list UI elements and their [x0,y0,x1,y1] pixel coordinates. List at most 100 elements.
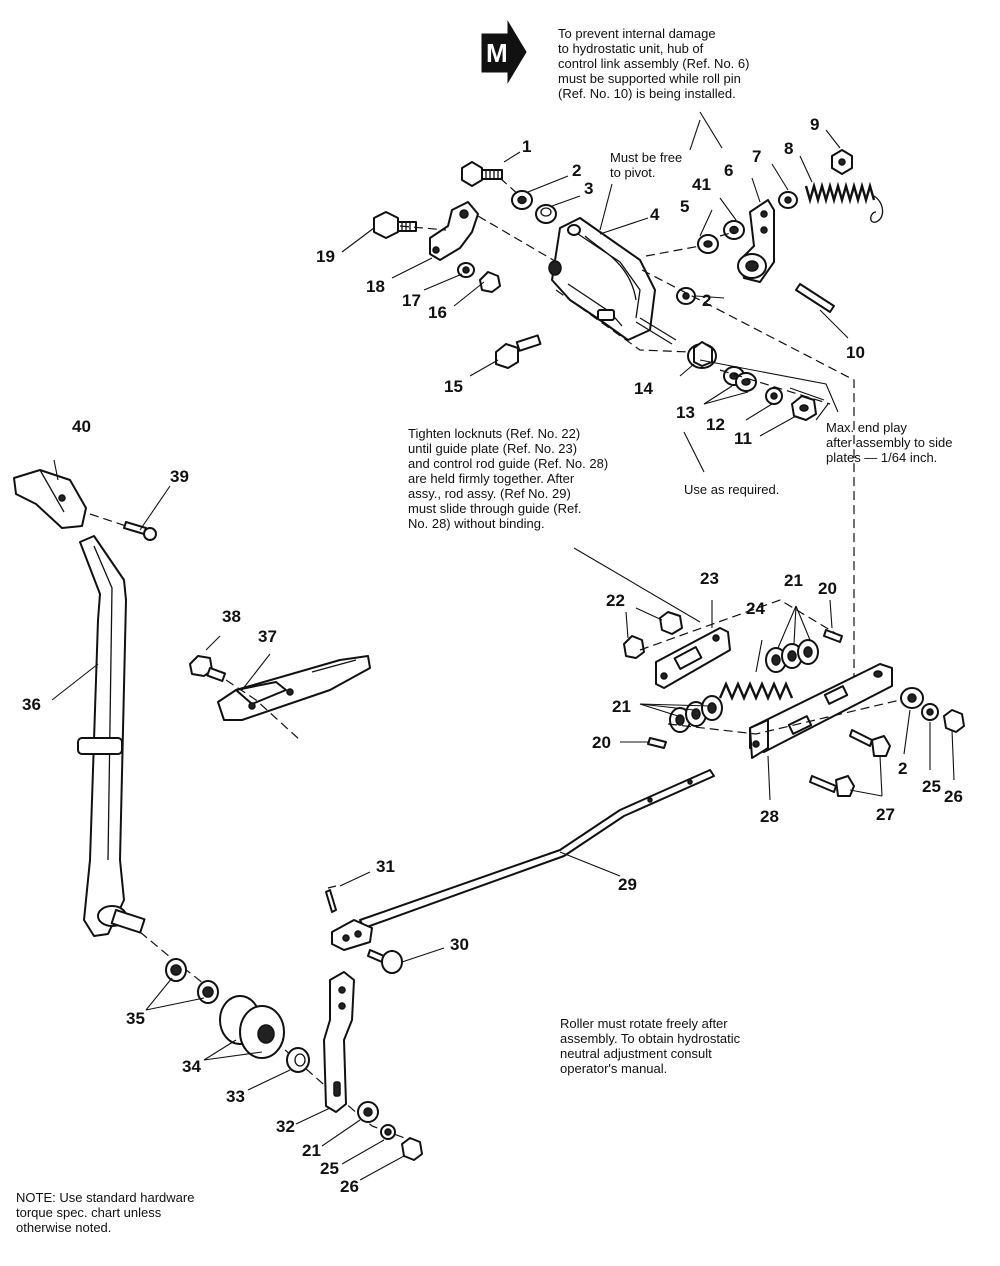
callout-17: 17 [402,291,421,310]
nuts-22 [623,611,683,659]
leader-lines [51,111,955,1181]
control-bracket-4 [548,217,677,345]
flange-nut-14 [687,341,717,369]
spacer-3 [535,204,557,224]
callout-9: 9 [810,115,819,134]
callout-21-top: 21 [784,571,803,590]
bolts-27 [809,729,891,797]
note-hub-support: To prevent internal damage to hydrostati… [558,26,750,101]
flange-bushings-35 [165,958,219,1004]
washers-21-left [669,695,723,733]
spring-24 [718,680,794,702]
callout-22: 22 [606,591,625,610]
nut-26-right [943,709,965,733]
callout-32: 32 [276,1117,295,1136]
washer-2-lower-right [900,687,924,709]
callout-25-low: 25 [320,1159,339,1178]
washers-13 [723,366,757,392]
callout-34: 34 [182,1057,201,1076]
cotter-pin-31 [325,885,337,913]
note-use-as-required: Use as required. [684,482,780,497]
screw-39 [123,521,157,541]
callout-3: 3 [584,179,593,198]
callout-41: 41 [692,175,711,194]
callout-4: 4 [650,205,660,224]
washer-41 [723,220,745,240]
bracket-37 [217,655,371,721]
roll-pin-10 [795,283,835,313]
callout-2-lower: 2 [898,759,907,778]
note-roller: Roller must rotate freely after assembly… [560,1016,741,1076]
spacer-33 [286,1047,310,1073]
lever-36 [77,535,146,937]
callout-2: 2 [572,161,581,180]
callout-36: 36 [22,695,41,714]
callout-20-mid: 20 [592,733,611,752]
washer-25-lower [380,1124,396,1140]
callout-13: 13 [676,403,695,422]
callout-39: 39 [170,467,189,486]
note-torque: NOTE: Use standard hardware torque spec.… [16,1190,195,1235]
callout-33: 33 [226,1087,245,1106]
callout-35: 35 [126,1009,145,1028]
callout-14: 14 [634,379,653,398]
washer-17 [457,262,475,278]
note-tighten-locknuts: Tighten locknuts (Ref. No. 22) until gui… [408,426,609,531]
washer-21-lower [357,1101,379,1123]
callout-6: 6 [724,161,733,180]
washers-21-right [765,639,819,673]
callout-numbers: 1 2 3 4 5 6 7 8 9 10 11 12 13 14 15 16 1… [22,115,963,1196]
control-link-6 [737,199,775,283]
callout-8: 8 [784,139,793,158]
callout-27: 27 [876,805,895,824]
bolt-38 [189,655,227,682]
callout-19: 19 [316,247,335,266]
callout-28: 28 [760,807,779,826]
handle-knob-40 [13,469,87,529]
spring-8 [804,181,884,223]
assembly-axis-lines-upper [399,177,855,678]
callout-23: 23 [700,569,719,588]
callout-24: 24 [746,599,765,618]
link-32 [323,971,355,1113]
callout-37: 37 [258,627,277,646]
callout-10: 10 [846,343,865,362]
callout-2-right: 2 [702,291,711,310]
guide-plate-23 [655,627,731,689]
washer-2-top [511,190,533,210]
nut-11 [791,395,817,421]
nut-16 [479,271,501,293]
pin-20-left [647,737,667,749]
washer-7 [778,191,798,209]
bolt-30 [367,949,403,974]
washer-25-right [921,703,939,721]
nut-9 [831,149,853,175]
nut-26-lower [401,1137,423,1161]
bracket-18 [429,201,479,261]
callout-21-mid: 21 [612,697,631,716]
callout-11: 11 [734,429,752,448]
bolt-1 [461,161,503,187]
callout-16: 16 [428,303,447,322]
callout-38: 38 [222,607,241,626]
control-rod-29 [331,769,715,951]
spacer-5 [697,234,719,254]
callout-20-top: 20 [818,579,837,598]
roller-34 [219,995,285,1059]
callout-30: 30 [450,935,469,954]
callout-15: 15 [444,377,463,396]
callout-21-low: 21 [302,1141,321,1160]
callout-26-right: 26 [944,787,963,806]
bolt-19 [373,211,417,239]
callout-7: 7 [752,147,761,166]
note-end-play: Max. end play after assembly to side pla… [826,420,953,465]
callout-29: 29 [618,875,637,894]
note-free-to-pivot: Must be free to pivot. [610,150,683,180]
callout-40: 40 [72,417,91,436]
callout-12: 12 [706,415,725,434]
callout-31: 31 [376,857,395,876]
callout-1: 1 [522,137,531,156]
maintenance-badge: M [481,20,527,84]
